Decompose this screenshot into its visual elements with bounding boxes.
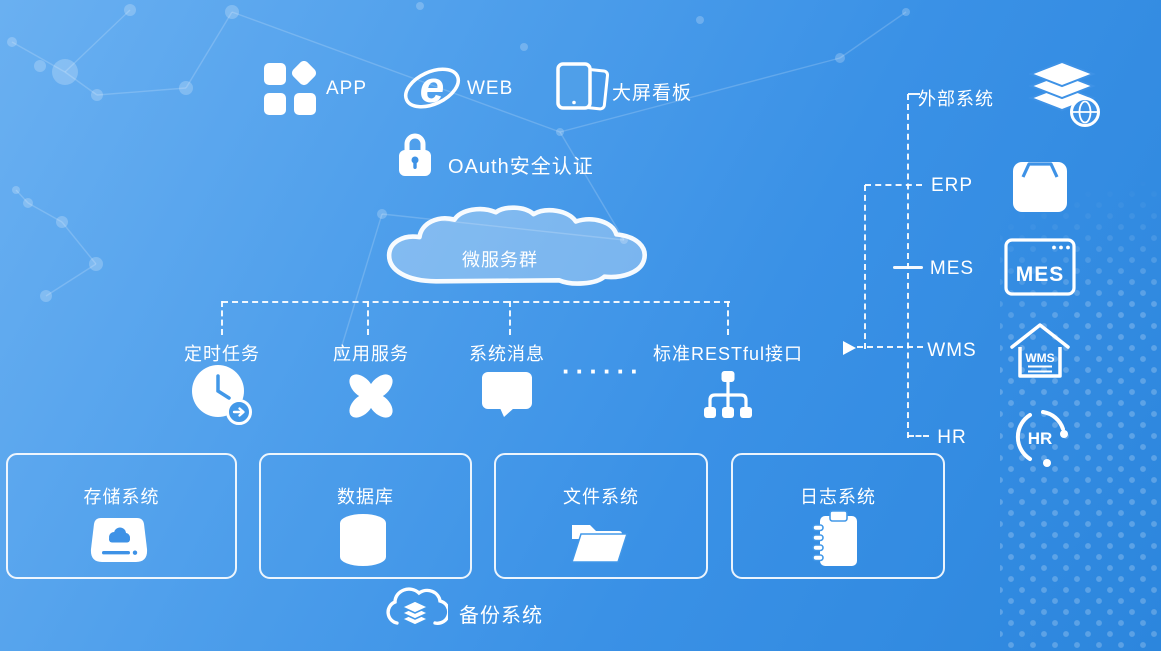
ellipsis-dots: ······	[562, 356, 644, 386]
connector-drop-2	[367, 301, 369, 335]
log-system-label: 日志系统	[800, 487, 876, 507]
wms-label: WMS	[927, 340, 977, 361]
app-label: APP	[326, 78, 368, 99]
folder-icon	[570, 525, 629, 563]
erp-box-icon	[1013, 162, 1067, 212]
svg-text:MES: MES	[1016, 263, 1065, 286]
mes-window-icon: MES	[1004, 238, 1076, 296]
external-systems-icon	[1028, 62, 1100, 127]
hr-dash	[908, 435, 929, 437]
hr-sync-icon: HR	[1015, 410, 1068, 467]
dot-pattern-decoration	[1000, 150, 1161, 651]
microservices-cloud	[386, 205, 647, 286]
scheduled-tasks-label: 定时任务	[184, 344, 260, 364]
svg-text:e: e	[420, 63, 444, 112]
restful-to-external-arrow	[843, 341, 856, 355]
restful-api-label: 标准RESTful接口	[652, 344, 804, 364]
network-mesh-decoration	[0, 0, 960, 420]
dashboard-label: 大屏看板	[612, 83, 693, 104]
file-system-label: 文件系统	[563, 487, 639, 507]
storage-system-label: 存储系统	[83, 487, 160, 507]
external-top-tick	[908, 93, 920, 95]
message-bubble-icon	[482, 372, 532, 417]
screens-icon	[556, 62, 610, 111]
connector-drop-1	[221, 301, 223, 335]
database-label: 数据库	[337, 487, 394, 507]
log-system-box: 日志系统	[731, 453, 945, 579]
backup-system-label: 备份系统	[459, 605, 543, 627]
connector-drop-4	[727, 301, 729, 335]
storage-system-box: 存储系统	[6, 453, 237, 579]
hr-label: HR	[937, 427, 967, 448]
erp-branch-horizontal	[865, 184, 922, 186]
wms-house-icon: WMS	[1010, 323, 1070, 378]
lock-icon	[399, 133, 431, 176]
mes-tick	[893, 266, 923, 269]
cloud-label: 微服务群	[462, 250, 538, 270]
ie-browser-icon: e	[403, 63, 461, 112]
harddrive-icon	[90, 518, 148, 562]
app-services-label: 应用服务	[333, 344, 409, 364]
cloud-backup-icon	[386, 587, 448, 626]
erp-wms-branch-vertical	[864, 185, 866, 349]
connector-drop-3	[509, 301, 511, 335]
service-cluster-icon	[349, 374, 393, 418]
database-box: 数据库	[259, 453, 472, 579]
clipboard-icon	[812, 510, 857, 566]
oauth-label: OAuth安全认证	[448, 156, 594, 178]
wms-dash	[857, 346, 923, 348]
app-grid-icon	[264, 61, 317, 115]
system-messages-label: 系统消息	[469, 344, 545, 364]
svg-text:WMS: WMS	[1025, 351, 1054, 365]
connector-tree-horizontal	[222, 301, 730, 303]
clock-icon	[192, 365, 252, 425]
erp-label: ERP	[930, 175, 974, 196]
database-cylinder-icon	[340, 514, 386, 566]
file-system-box: 文件系统	[494, 453, 708, 579]
web-label: WEB	[467, 78, 514, 99]
sitemap-icon	[704, 371, 752, 418]
external-systems-title: 外部系统	[918, 89, 994, 109]
mes-label: MES	[929, 258, 975, 279]
svg-text:HR: HR	[1028, 429, 1053, 448]
